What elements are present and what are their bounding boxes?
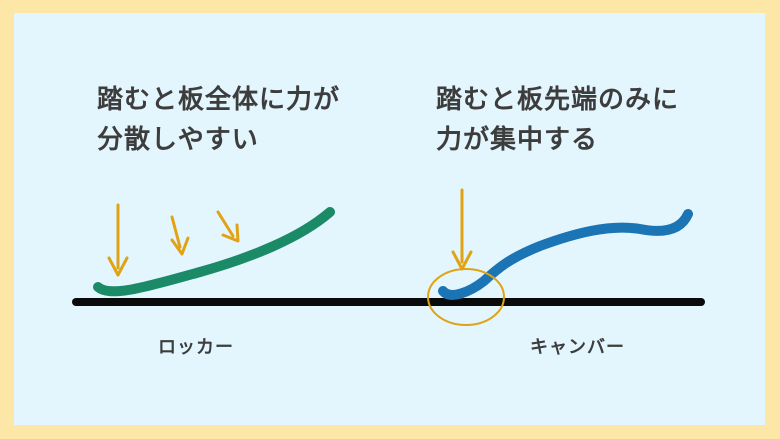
rocker-arrow-1 — [107, 203, 129, 277]
camber-caption: 踏むと板先端のみに 力が集中する — [436, 80, 679, 160]
rocker-arrow-2 — [170, 215, 190, 256]
camber-caption-line1: 踏むと板先端のみに — [436, 85, 680, 115]
diagram-panel — [14, 13, 765, 425]
rocker-board — [93, 207, 335, 297]
camber-arrow — [451, 188, 473, 271]
rocker-caption-line2: 分散しやすい — [97, 125, 259, 155]
contact-highlight-circle — [427, 268, 505, 326]
rocker-arrow-3 — [216, 210, 240, 243]
rocker-caption-line1: 踏むと板全体に力が — [97, 85, 341, 115]
rocker-caption: 踏むと板全体に力が 分散しやすい — [97, 80, 340, 160]
camber-label: キャンバー — [530, 337, 625, 358]
camber-caption-line2: 力が集中する — [436, 125, 599, 155]
rocker-label: ロッカー — [158, 337, 234, 358]
camber-board — [438, 209, 693, 300]
